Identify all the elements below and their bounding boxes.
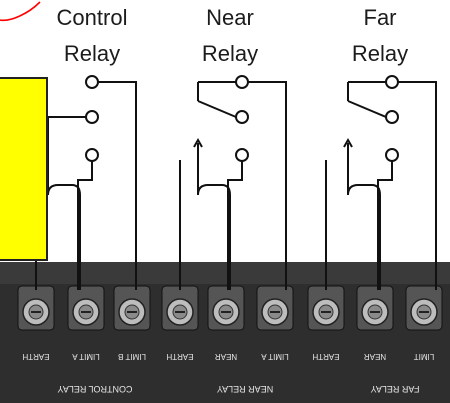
strip-label: CONTROL RELAY: [57, 384, 132, 394]
wire: [197, 155, 231, 290]
wires: [35, 75, 437, 290]
wire: [98, 81, 137, 290]
control-relay-title-line1: Control: [56, 5, 128, 30]
contact-terminal: [385, 110, 399, 124]
terminal-label: EARTH: [166, 352, 193, 361]
far-relay-title-line1: Far: [363, 5, 397, 30]
control-relay-title-line2: Relay: [63, 41, 121, 66]
wire: [77, 161, 93, 290]
contact-terminal: [85, 110, 99, 124]
relay-contacts: [325, 75, 437, 290]
terminal-screw: [356, 285, 394, 331]
annotation-highlight-box: [0, 77, 48, 261]
switch-arm: [197, 100, 237, 118]
terminal-label: EARTH: [22, 352, 49, 361]
contact-terminal: [235, 148, 249, 162]
terminal-label: NEAR: [364, 352, 386, 361]
terminal-screw: [17, 285, 55, 331]
wire: [248, 81, 287, 290]
terminal-block-top-edge: [0, 262, 450, 284]
wire: [47, 155, 81, 290]
strip-label: NEAR RELAY: [217, 384, 273, 394]
contact-terminal: [235, 75, 249, 89]
far-relay-title-line2: Relay: [351, 41, 409, 66]
terminal-screw: [405, 285, 443, 331]
contact-terminal: [235, 110, 249, 124]
wire: [347, 81, 386, 101]
terminal-screw: [113, 285, 151, 331]
terminal-label: LIMIT B: [118, 352, 146, 361]
wire: [227, 161, 243, 290]
terminal-screw: [67, 285, 105, 331]
terminal-screw: [207, 285, 245, 331]
relay-contacts: [179, 75, 287, 290]
strip-labels: CONTROL RELAY NEAR RELAY FAR RELAY EARTH LIM…: [22, 352, 434, 394]
terminal-label: LIMIT: [414, 352, 435, 361]
contact-terminal: [85, 75, 99, 89]
terminal-label: LIMIT A: [261, 352, 289, 361]
switch-arm: [347, 100, 387, 118]
terminal-label: EARTH: [312, 352, 339, 361]
wire: [398, 81, 437, 290]
terminal-label: LIMIT A: [72, 352, 100, 361]
wire: [47, 116, 86, 155]
wire: [197, 81, 236, 101]
contact-terminal: [385, 75, 399, 89]
wire: [347, 155, 381, 290]
relay-contacts: [35, 75, 137, 290]
red-annotation-stroke: [0, 1, 41, 22]
contact-terminal: [85, 148, 99, 162]
terminal-label: NEAR: [215, 352, 237, 361]
terminal-screw: [161, 285, 199, 331]
near-relay-title-line1: Near: [206, 5, 254, 30]
contact-terminal: [385, 148, 399, 162]
terminal-screw: [307, 285, 345, 331]
terminal-screws: [17, 285, 443, 331]
near-relay-title-line2: Relay: [201, 41, 259, 66]
strip-label: FAR RELAY: [371, 384, 420, 394]
wire: [377, 161, 393, 290]
terminal-screw: [256, 285, 294, 331]
